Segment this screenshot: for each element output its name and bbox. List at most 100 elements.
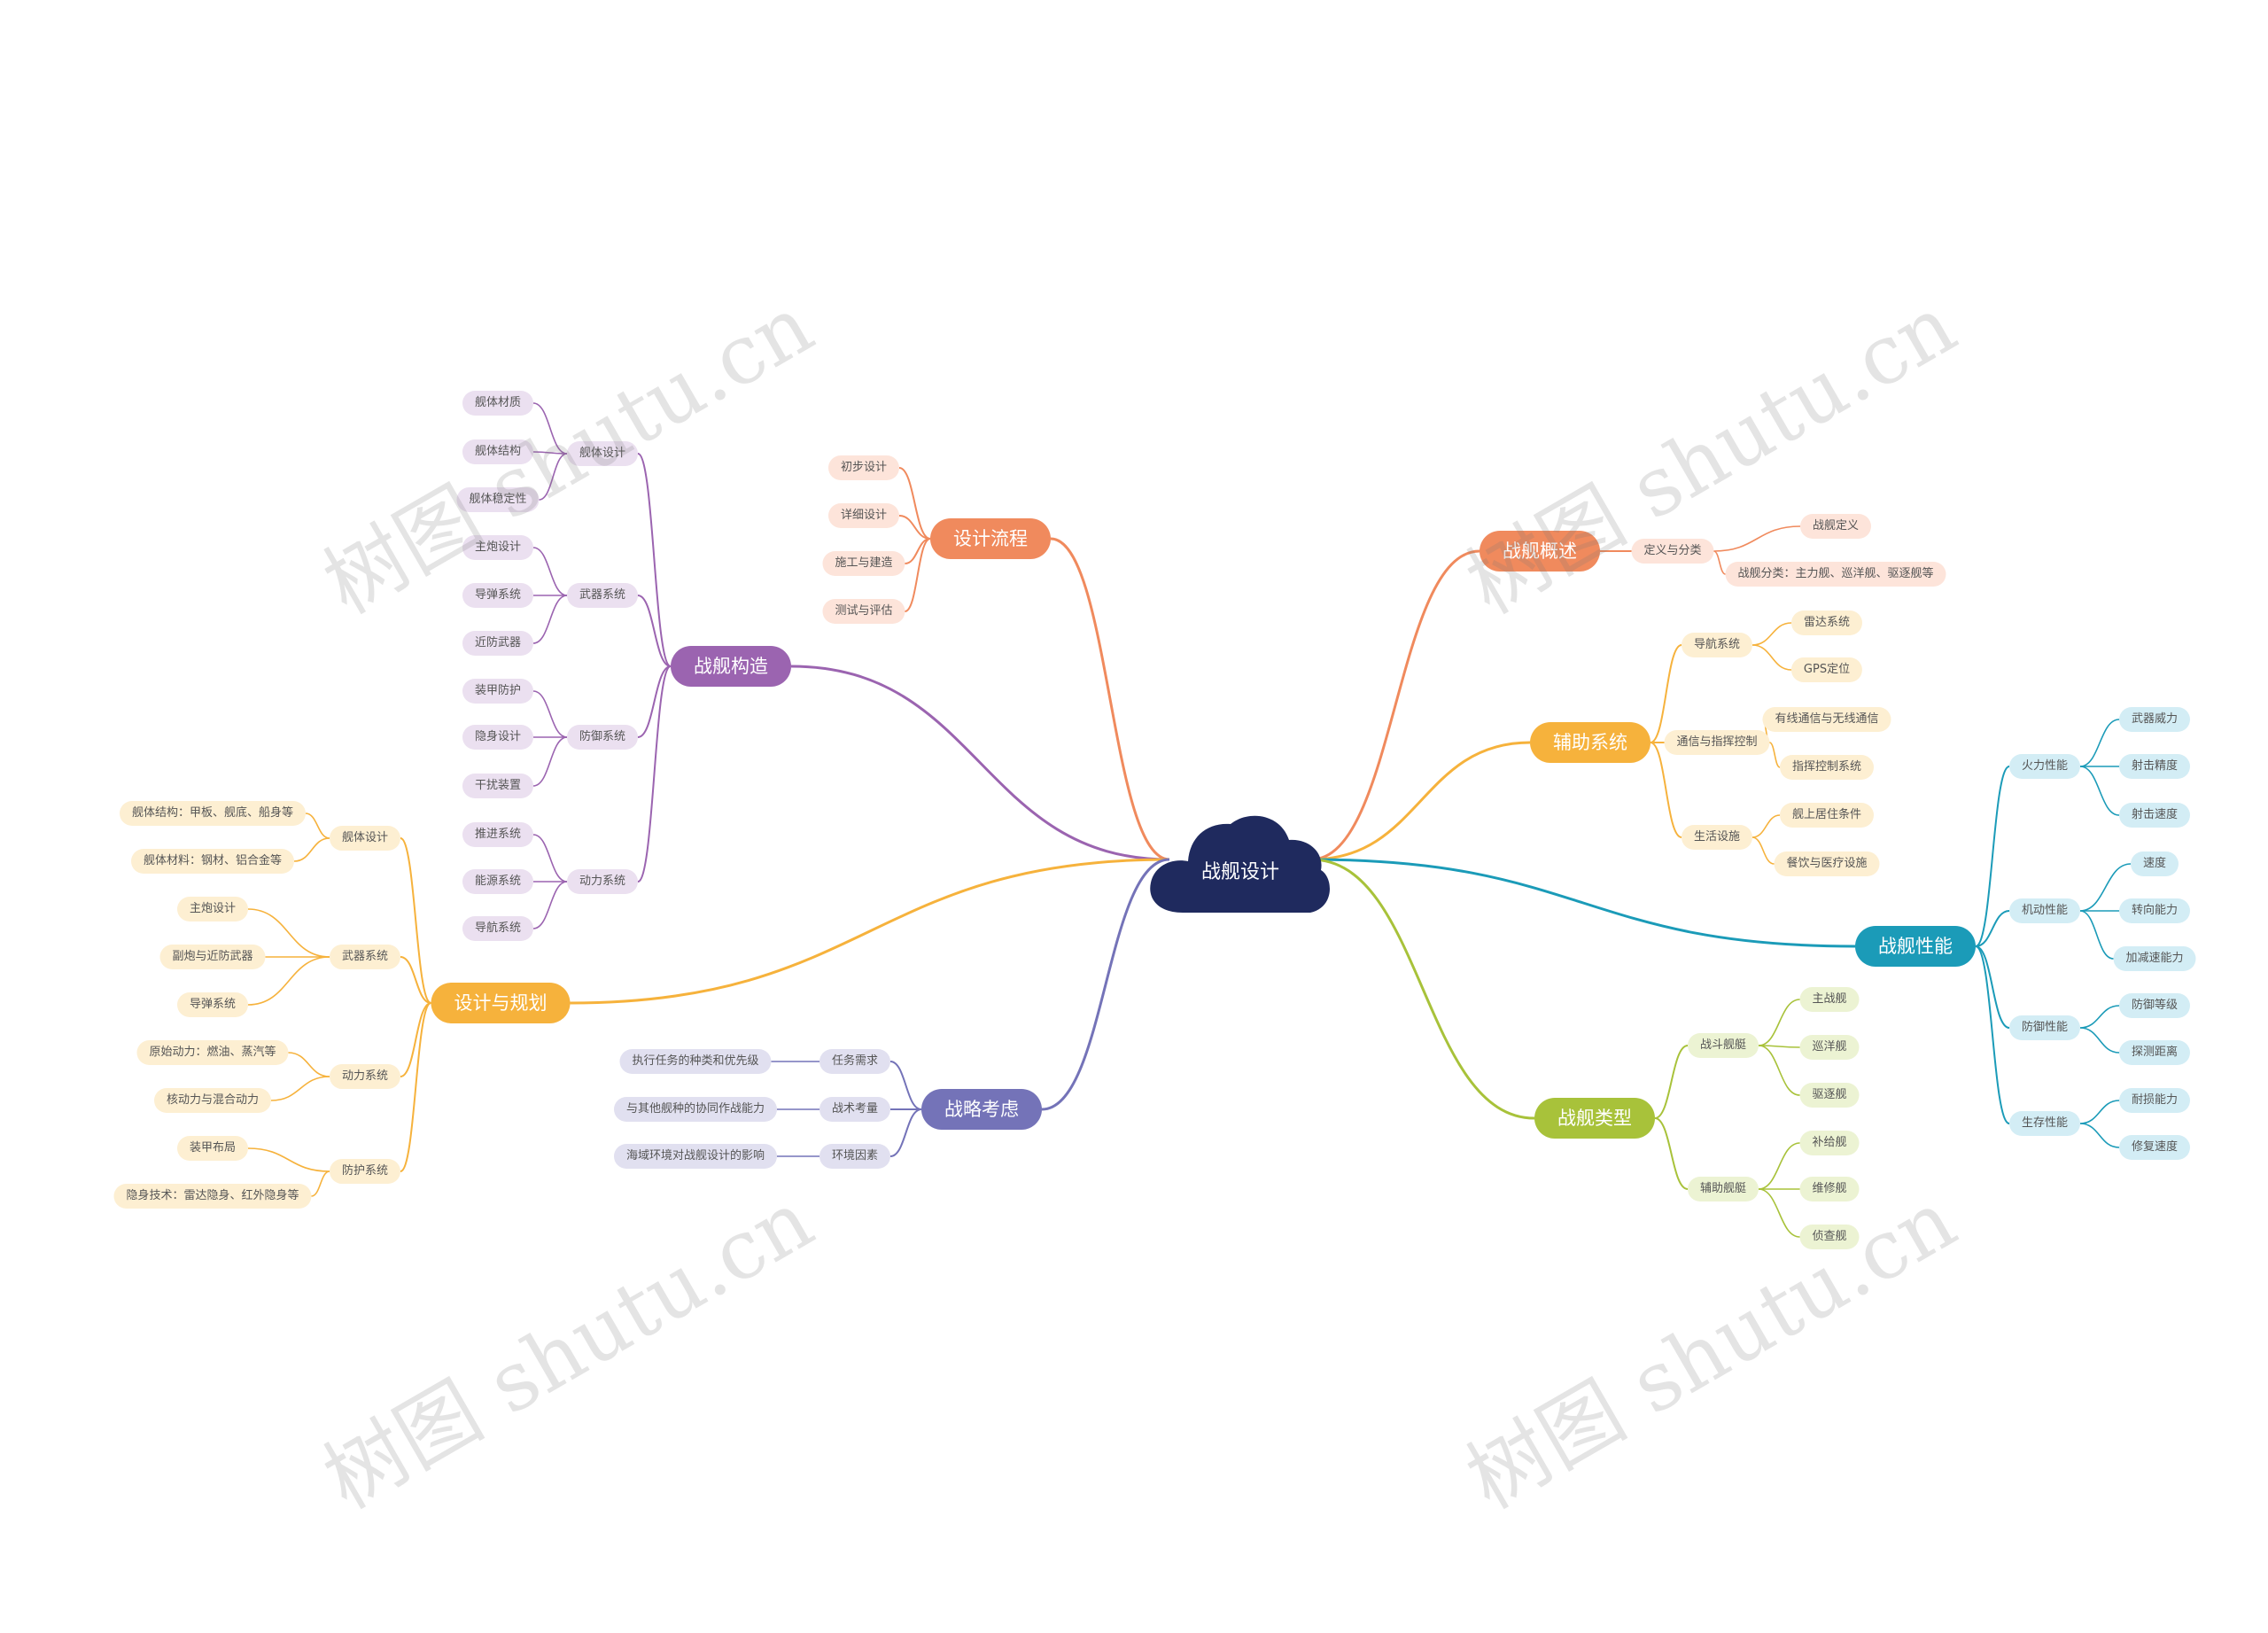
topic-node[interactable]: 战斗舰艇	[1687, 1033, 1759, 1058]
connector-line	[2079, 766, 2120, 816]
subtopic-node[interactable]: 耐损能力	[2118, 1088, 2191, 1113]
subtopic-node[interactable]: 侦查舰	[1799, 1225, 1860, 1249]
topic-node[interactable]: 舰体设计	[566, 441, 639, 466]
topic-node[interactable]: 防护系统	[329, 1159, 401, 1184]
connector-line	[1654, 1117, 1689, 1190]
subtopic-node[interactable]: 导弹系统	[462, 583, 534, 608]
subtopic-node[interactable]: 隐身设计	[462, 725, 534, 750]
subtopic-node[interactable]: GPS定位	[1790, 657, 1863, 682]
branch-process[interactable]: 设计流程	[930, 518, 1051, 559]
connector-line	[532, 736, 568, 787]
subtopic-node[interactable]: 原始动力：燃油、蒸汽等	[136, 1040, 289, 1065]
connector-line	[1650, 644, 1682, 743]
subtopic-node[interactable]: 装甲布局	[176, 1136, 249, 1161]
topic-node[interactable]: 导航系统	[1681, 633, 1753, 657]
branch-tactics[interactable]: 战略考虑	[921, 1089, 1042, 1130]
branch-planning[interactable]: 设计与规划	[431, 983, 571, 1023]
subtopic-node[interactable]: 战舰分类：主力舰、巡洋舰、驱逐舰等	[1725, 562, 1946, 587]
connector-line	[400, 956, 431, 1004]
subtopic-node[interactable]: 舰体结构：甲板、舰底、船身等	[119, 801, 307, 826]
subtopic-node[interactable]: 巡洋舰	[1799, 1035, 1860, 1060]
topic-node[interactable]: 武器系统	[329, 945, 401, 969]
subtopic-node[interactable]: 补给舰	[1799, 1131, 1860, 1155]
subtopic-node[interactable]: 射击精度	[2118, 754, 2191, 779]
subtopic-node[interactable]: 指挥控制系统	[1779, 755, 1875, 780]
topic-node[interactable]: 测试与评估	[822, 599, 905, 624]
topic-node[interactable]: 环境因素	[819, 1144, 891, 1169]
connector-line	[2079, 863, 2132, 912]
topic-node[interactable]: 生存性能	[2008, 1111, 2081, 1136]
connector-line	[637, 453, 672, 667]
branch-types[interactable]: 战舰类型	[1534, 1098, 1655, 1139]
topic-node[interactable]: 施工与建造	[822, 551, 905, 576]
connector-line	[1310, 858, 1856, 948]
topic-node[interactable]: 机动性能	[2008, 898, 2081, 923]
branch-structure[interactable]: 战舰构造	[671, 646, 791, 687]
subtopic-node[interactable]: 副炮与近防武器	[159, 945, 266, 969]
subtopic-node[interactable]: 驱逐舰	[1799, 1083, 1860, 1108]
subtopic-node[interactable]: 海域环境对战舰设计的影响	[613, 1144, 778, 1169]
subtopic-node[interactable]: 推进系统	[462, 822, 534, 847]
connector-line	[570, 858, 1170, 1005]
subtopic-node[interactable]: 装甲防护	[462, 679, 534, 704]
connector-line	[270, 1076, 330, 1101]
subtopic-node[interactable]: 近防武器	[462, 631, 534, 656]
subtopic-node[interactable]: 餐饮与医疗设施	[1774, 851, 1880, 876]
subtopic-node[interactable]: 主炮设计	[462, 535, 534, 560]
subtopic-node[interactable]: 核动力与混合动力	[153, 1088, 272, 1113]
topic-node[interactable]: 定义与分类	[1631, 539, 1714, 564]
subtopic-node[interactable]: 探测距离	[2118, 1040, 2191, 1065]
subtopic-node[interactable]: 舰体稳定性	[456, 487, 540, 512]
subtopic-node[interactable]: 能源系统	[462, 869, 534, 894]
subtopic-node[interactable]: 主战舰	[1799, 987, 1860, 1012]
subtopic-node[interactable]: 战舰定义	[1799, 514, 1872, 539]
subtopic-node[interactable]: 修复速度	[2118, 1135, 2191, 1160]
topic-node[interactable]: 生活设施	[1681, 825, 1753, 850]
subtopic-node[interactable]: 有线通信与无线通信	[1762, 707, 1891, 732]
topic-node[interactable]: 武器系统	[566, 583, 639, 608]
topic-node[interactable]: 防御系统	[566, 725, 639, 750]
connector-line	[1310, 549, 1480, 861]
subtopic-node[interactable]: 舰体材料：钢材、铝合金等	[130, 849, 295, 874]
connector-line	[247, 908, 330, 958]
subtopic-node[interactable]: 执行任务的种类和优先级	[619, 1049, 772, 1074]
topic-node[interactable]: 防御性能	[2008, 1015, 2081, 1040]
topic-node[interactable]: 任务需求	[819, 1049, 891, 1074]
connector-line	[1310, 741, 1531, 861]
subtopic-node[interactable]: 维修舰	[1799, 1177, 1860, 1201]
topic-node[interactable]: 通信与指挥控制	[1664, 730, 1770, 755]
subtopic-node[interactable]: 武器威力	[2118, 707, 2191, 732]
topic-node[interactable]: 战术考量	[819, 1097, 891, 1122]
subtopic-node[interactable]: 与其他舰种的协同作战能力	[613, 1097, 778, 1122]
subtopic-node[interactable]: 转向能力	[2118, 898, 2191, 923]
connector-line	[1050, 537, 1170, 861]
topic-node[interactable]: 初步设计	[827, 455, 900, 480]
subtopic-node[interactable]: 射击速度	[2118, 803, 2191, 828]
subtopic-node[interactable]: 加减速能力	[2113, 946, 2196, 971]
subtopic-node[interactable]: 舰上居住条件	[1779, 803, 1875, 828]
connector-line	[1713, 550, 1726, 575]
subtopic-node[interactable]: 隐身技术：雷达隐身、红外隐身等	[113, 1184, 312, 1209]
subtopic-node[interactable]: 主炮设计	[176, 897, 249, 921]
root-node[interactable]: 战舰设计	[1147, 803, 1333, 913]
branch-overview[interactable]: 战舰概述	[1480, 531, 1600, 572]
topic-node[interactable]: 详细设计	[827, 503, 900, 528]
branch-aux[interactable]: 辅助系统	[1530, 722, 1651, 763]
subtopic-node[interactable]: 舰体结构	[462, 439, 534, 464]
topic-node[interactable]: 舰体设计	[329, 826, 401, 851]
subtopic-node[interactable]: 舰体材质	[462, 391, 534, 416]
connector-line	[898, 467, 931, 540]
connector-line	[1758, 999, 1800, 1046]
subtopic-node[interactable]: 雷达系统	[1790, 610, 1863, 635]
subtopic-node[interactable]: 速度	[2130, 851, 2179, 876]
topic-node[interactable]: 辅助舰艇	[1687, 1177, 1759, 1201]
subtopic-node[interactable]: 防御等级	[2118, 993, 2191, 1018]
subtopic-node[interactable]: 导弹系统	[176, 992, 249, 1017]
connector-line	[1713, 525, 1801, 552]
branch-performance[interactable]: 战舰性能	[1855, 926, 1976, 967]
topic-node[interactable]: 动力系统	[566, 869, 639, 894]
subtopic-node[interactable]: 干扰装置	[462, 774, 534, 798]
topic-node[interactable]: 动力系统	[329, 1064, 401, 1089]
subtopic-node[interactable]: 导航系统	[462, 916, 534, 941]
topic-node[interactable]: 火力性能	[2008, 754, 2081, 779]
